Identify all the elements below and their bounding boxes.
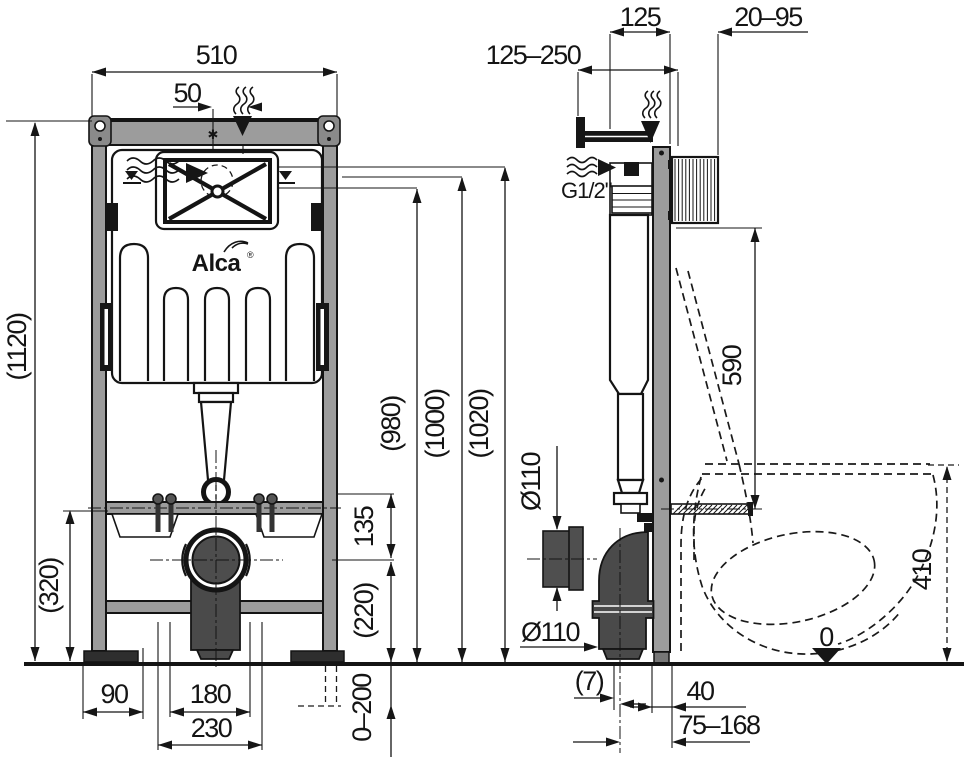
dim-level-980: (980): [279, 187, 422, 662]
svg-text:(220): (220): [349, 583, 379, 639]
drain-elbow: [591, 531, 655, 660]
dim-rail-320: (320): [34, 510, 108, 661]
svg-text:(1020): (1020): [464, 389, 494, 459]
cistern-side: [608, 213, 650, 396]
svg-text:180: 180: [190, 679, 231, 709]
frame-left-rail: [91, 118, 107, 652]
drain-socket: [527, 526, 597, 591]
dim-height-1120: (1120): [2, 120, 92, 661]
corner-plate-left: [88, 115, 112, 147]
bird-logo-icon: [223, 240, 249, 253]
wall-bracket: [576, 117, 653, 148]
frame-profile: [652, 146, 671, 653]
dim-flush-135: 135: [332, 493, 396, 561]
dim-offset-7: (7): [574, 666, 646, 710]
mounting-stud: [661, 502, 764, 516]
svg-text:(980): (980): [376, 396, 406, 452]
corner-plate-right: [317, 115, 341, 147]
svg-text:510: 510: [196, 40, 237, 70]
svg-text:590: 590: [717, 345, 747, 386]
svg-text:410: 410: [907, 549, 937, 590]
drain-pipe: [150, 450, 283, 668]
dim-inner-180: 180: [169, 622, 251, 717]
dim-floor-0-200: 0–200: [347, 666, 396, 757]
profile-foot: [653, 651, 670, 664]
brand-logo: Alca ®: [192, 240, 254, 277]
water-supply-icon: [566, 156, 616, 178]
flush-actuation-icon: [232, 86, 255, 154]
dim-finish-20-95: 20–95: [717, 2, 808, 155]
svg-text:40: 40: [686, 676, 714, 706]
dim-socket-dia: Ø110: [516, 446, 562, 611]
svg-text:(1000): (1000): [420, 389, 450, 459]
side-view: [527, 90, 938, 664]
toilet-bowl-outline: [675, 267, 938, 655]
svg-text:Ø110: Ø110: [516, 452, 546, 511]
svg-text:50: 50: [173, 78, 201, 108]
svg-text:0–200: 0–200: [347, 674, 377, 742]
dim-drain-220: (220): [349, 562, 396, 662]
dim-width-510: 510: [91, 40, 338, 117]
registered-mark: ®: [247, 250, 254, 260]
svg-text:230: 230: [191, 713, 232, 743]
dim-supply-thread: G1/2": [561, 178, 612, 203]
svg-text:90: 90: [100, 679, 128, 709]
dim-offset-50: 50: [173, 78, 262, 152]
front-view: ✱ Alca ®: [83, 86, 345, 668]
flush-pipe: [192, 381, 240, 507]
fill-valve: [609, 162, 653, 216]
svg-text:20–95: 20–95: [734, 2, 802, 32]
svg-text:0: 0: [819, 622, 833, 652]
svg-text:(7): (7): [575, 666, 604, 696]
inspection-window: [154, 150, 280, 231]
dim-foot-90: 90: [82, 648, 144, 719]
dim-level-1000: (1000): [342, 176, 467, 662]
dim-flushpipe-590: 590: [676, 227, 762, 509]
dim-elbow-dia: Ø110: [520, 617, 598, 652]
floor-adjust-dashes: [298, 666, 341, 707]
mounting-bolts: [152, 493, 278, 532]
svg-text:125: 125: [620, 2, 661, 32]
rail-brackets: [100, 203, 329, 371]
dim-level-1020: (1020): [279, 166, 510, 662]
svg-text:75–168: 75–168: [678, 710, 760, 740]
float-valve-dashed-icon: [200, 164, 234, 198]
svg-text:Ø110: Ø110: [521, 617, 580, 647]
flush-pipe-side: [612, 392, 653, 532]
dim-depth-125: 125: [609, 2, 671, 144]
datum-marker: 0: [812, 622, 841, 664]
svg-text:125–250: 125–250: [486, 40, 581, 70]
dim-outlet-range-75-168: 75–168: [573, 528, 762, 753]
dim-bowl-410: 410: [907, 464, 959, 662]
water-inlet-icon: [126, 157, 208, 183]
svg-text:(1120): (1120): [2, 313, 32, 381]
cistern-ribs: [118, 242, 316, 381]
flush-button-housing: [668, 155, 720, 225]
dim-bracket-125-250: 125–250: [486, 40, 679, 146]
frame-right-rail: [322, 118, 338, 652]
svg-text:(320): (320): [34, 558, 64, 614]
svg-text:135: 135: [349, 506, 379, 547]
dim-outlet-40: 40: [630, 666, 746, 748]
dim-outer-230: 230: [157, 622, 263, 750]
brand-name: Alca: [192, 250, 242, 277]
flush-actuation-side-icon: [641, 90, 662, 143]
